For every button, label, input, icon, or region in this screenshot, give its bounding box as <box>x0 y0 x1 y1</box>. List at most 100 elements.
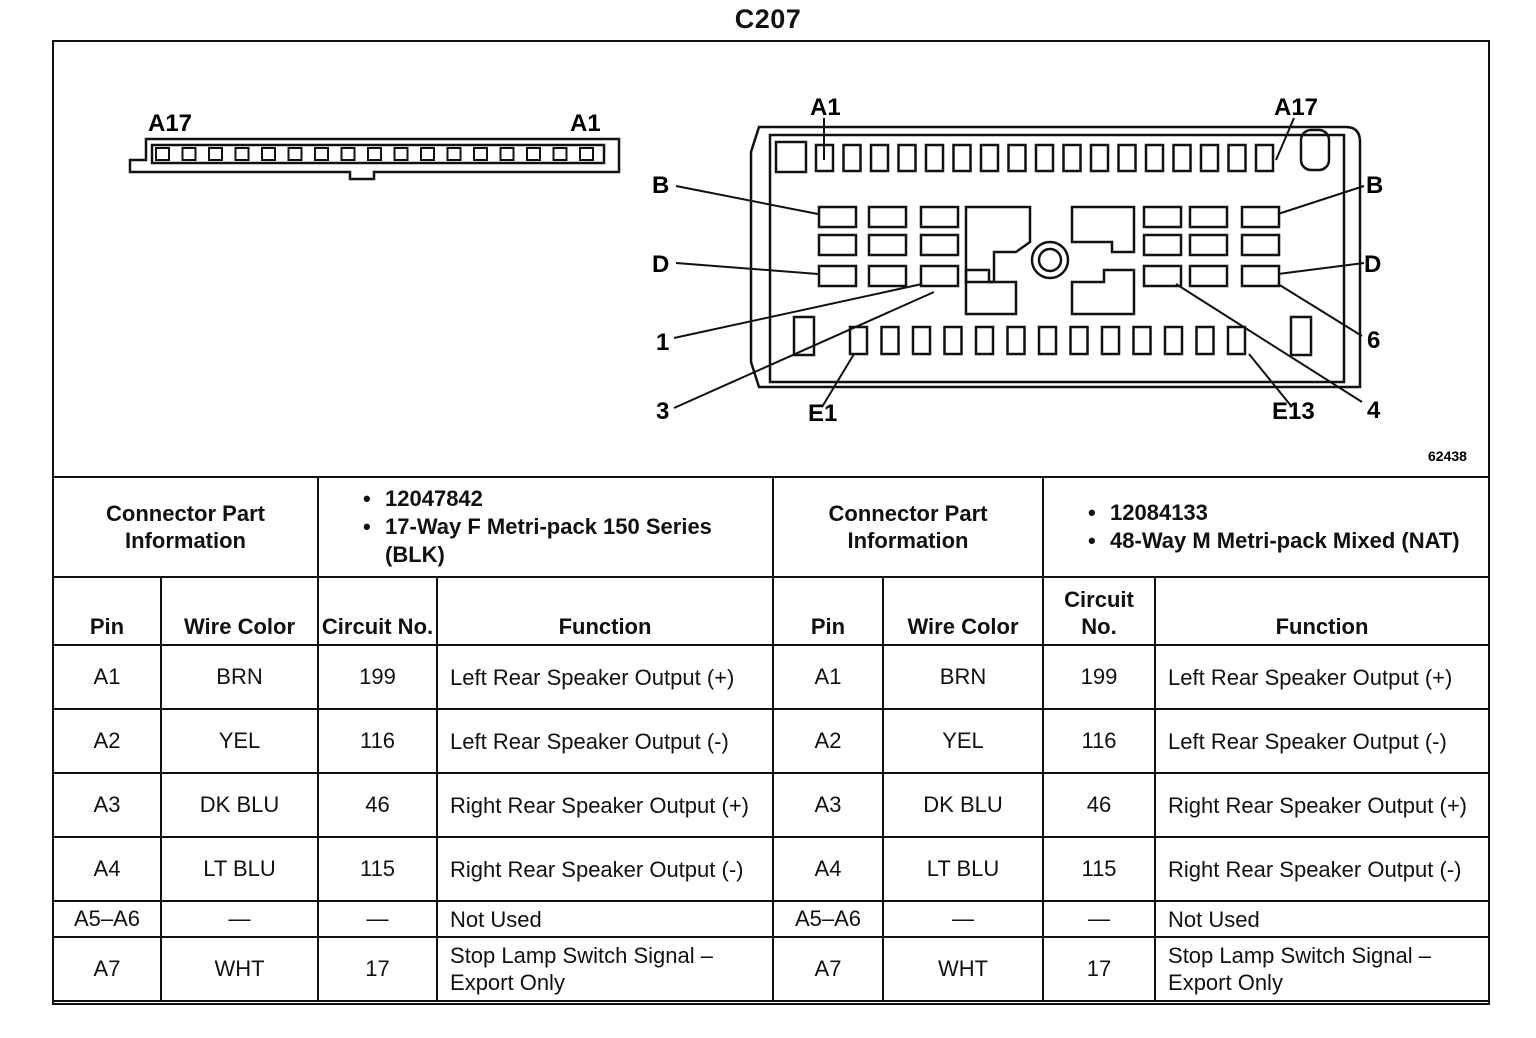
left-pin-cavity <box>526 147 541 161</box>
connector-table-left: Connector Part Information 12047842 17-W… <box>51 476 774 1002</box>
part-details: 12047842 17-Way F Metri-pack 150 Series … <box>317 476 774 578</box>
wire-color-cell: YEL <box>159 708 320 774</box>
pin-cell: A4 <box>52 836 162 902</box>
pin-cell: A1 <box>772 644 884 710</box>
function-cell: Stop Lamp Switch Signal – Export Only <box>1154 936 1490 1002</box>
bottom-pin-cavity <box>1100 325 1121 356</box>
bottom-pin-cavity <box>848 325 869 356</box>
part-number: 12084133 <box>1088 499 1488 527</box>
grid-pin-cavity <box>1240 264 1281 288</box>
pin-cell: A3 <box>52 772 162 838</box>
circuit-cell: — <box>317 900 439 938</box>
grid-pin-cavity <box>1240 205 1281 229</box>
left-label-a1: A1 <box>570 110 601 137</box>
left-pin-cavity <box>579 147 594 161</box>
circuit-cell: 46 <box>1042 772 1157 838</box>
grid-pin-cavity <box>867 233 908 257</box>
left-pin-cavity <box>208 147 223 161</box>
pin-cell: A7 <box>52 936 162 1002</box>
col-circuit: Circuit No. <box>317 576 439 646</box>
grid-pin-cavity <box>919 264 960 288</box>
right-label-6: 6 <box>1367 327 1380 354</box>
pin-cell: A7 <box>772 936 884 1002</box>
part-info-label: Connector Part Information <box>51 476 320 578</box>
circuit-cell: — <box>1042 900 1157 938</box>
right-label-e13: E13 <box>1272 398 1315 425</box>
left-label-a17: A17 <box>148 110 192 137</box>
grid-pin-cavity <box>919 233 960 257</box>
wire-color-cell: — <box>881 900 1045 938</box>
circuit-cell: 116 <box>1042 708 1157 774</box>
function-cell: Right Rear Speaker Output (-) <box>436 836 774 902</box>
bottom-pin-cavity <box>943 325 963 356</box>
left-pin-cavity <box>155 147 170 161</box>
top-pin-cavity <box>1089 143 1110 173</box>
function-cell: Right Rear Speaker Output (+) <box>436 772 774 838</box>
wire-color-cell: BRN <box>159 644 320 710</box>
wire-color-cell: DK BLU <box>881 772 1045 838</box>
right-connector-drawing <box>749 125 1362 389</box>
bottom-pin-cavity <box>1037 325 1058 356</box>
right-label-1: 1 <box>656 329 669 356</box>
pin-cell: A1 <box>52 644 162 710</box>
function-cell: Left Rear Speaker Output (-) <box>1154 708 1490 774</box>
left-pin-cavity <box>181 147 197 161</box>
connector-drawings: A17 A1 <box>128 94 1467 464</box>
grid-pin-cavity <box>1240 233 1281 257</box>
right-label-a17: A17 <box>1274 94 1318 121</box>
pin-cell: A5–A6 <box>772 900 884 938</box>
table-row: A5–A6——Not Used <box>52 900 774 938</box>
wire-color-cell: LT BLU <box>881 836 1045 902</box>
wire-color-cell: — <box>159 900 320 938</box>
grid-pin-cavity <box>1142 205 1183 229</box>
left-pin-cavity <box>552 147 568 161</box>
right-label-a1: A1 <box>810 94 841 121</box>
left-pin-cavity <box>499 147 515 161</box>
top-pin-cavity <box>842 143 862 173</box>
left-pin-cavity <box>393 147 409 161</box>
wire-color-cell: LT BLU <box>159 836 320 902</box>
grid-pin-cavity <box>1142 233 1183 257</box>
wire-color-cell: WHT <box>881 936 1045 1002</box>
grid-pin-cavity <box>817 205 858 229</box>
pin-cell: A3 <box>772 772 884 838</box>
left-pin-cavity <box>287 147 303 161</box>
connector-title: C207 <box>734 4 802 34</box>
part-description: 17-Way F Metri-pack 150 Series (BLK) <box>363 513 772 569</box>
top-pin-cavity <box>1117 143 1137 173</box>
grid-pin-cavity <box>817 264 858 288</box>
bottom-pin-cavity <box>1006 325 1026 356</box>
bottom-pin-cavity <box>1195 325 1215 356</box>
left-pin-cavity <box>420 147 435 161</box>
grid-pin-cavity <box>1188 233 1229 257</box>
connector-diagram: A17 A1 <box>54 42 1487 476</box>
bottom-pin-cavity <box>1132 325 1152 356</box>
right-label-e1: E1 <box>808 400 837 427</box>
diagram-code: 62438 <box>1428 448 1467 464</box>
part-details: 12084133 48-Way M Metri-pack Mixed (NAT) <box>1042 476 1490 578</box>
top-pin-cavity <box>1034 143 1055 173</box>
left-pin-cavity <box>234 147 250 161</box>
grid-pin-cavity <box>867 264 908 288</box>
grid-pin-cavity <box>1142 264 1183 288</box>
top-pin-cavity <box>952 143 972 173</box>
circuit-cell: 46 <box>317 772 439 838</box>
bottom-pin-cavity <box>974 325 995 356</box>
left-pin-cavity <box>261 147 276 161</box>
function-cell: Left Rear Speaker Output (+) <box>1154 644 1490 710</box>
function-cell: Left Rear Speaker Output (-) <box>436 708 774 774</box>
top-pin-cavity <box>1172 143 1192 173</box>
function-cell: Right Rear Speaker Output (+) <box>1154 772 1490 838</box>
callout-lines <box>673 117 1365 409</box>
top-pin-cavity <box>897 143 917 173</box>
circuit-cell: 17 <box>317 936 439 1002</box>
pin-cell: A2 <box>772 708 884 774</box>
table-row: A5–A6——Not Used <box>772 900 1490 938</box>
